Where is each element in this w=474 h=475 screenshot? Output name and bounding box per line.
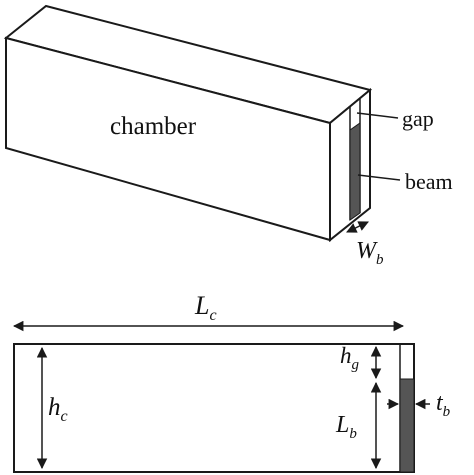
gap-label: gap (402, 106, 434, 131)
beam-label: beam (405, 169, 453, 194)
width-symbol: W (356, 238, 378, 264)
side-beam-shape (399, 378, 415, 473)
width-label: Wb (356, 238, 384, 268)
beam-thickness-symbol: t (436, 390, 444, 416)
chamber-side-rect (13, 343, 415, 473)
chamber-height-symbol: h (48, 394, 61, 421)
length-label: Lc (194, 291, 217, 324)
gap-leader (356, 112, 399, 119)
width-arrow (346, 221, 369, 233)
length-symbol: L (194, 291, 209, 320)
gap-height-subscript: g (352, 357, 360, 373)
beam-shape (349, 122, 361, 221)
beam-leader (357, 174, 401, 181)
chamber-label: chamber (110, 113, 197, 140)
gap-height-symbol: h (340, 343, 352, 368)
width-subscript: b (376, 252, 384, 268)
chamber-height-label: hc (48, 394, 68, 425)
beam-length-subscript: b (349, 426, 357, 442)
gap-height-label: hg (340, 343, 360, 373)
length-subscript: c (209, 307, 216, 324)
side-view: Lc hc hg Lb tb (12, 291, 451, 473)
beam-length-symbol: L (335, 412, 349, 438)
chamber-height-subscript: c (61, 408, 68, 425)
beam-thickness-subscript: b (443, 404, 451, 420)
isometric-view: chamber gap beam Wb (3, 4, 453, 268)
beam-thickness-label: tb (436, 390, 451, 420)
beam-length-label: Lb (335, 412, 357, 442)
